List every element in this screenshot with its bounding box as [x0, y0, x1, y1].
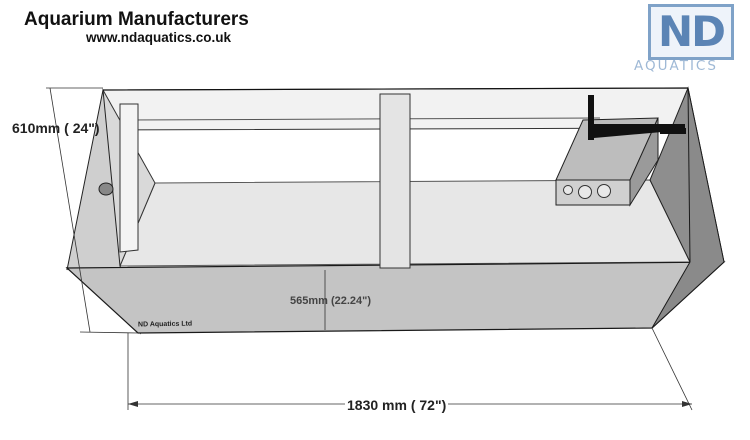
return-pipe [588, 95, 594, 140]
center-brace [379, 93, 411, 269]
height-dim-base [79, 331, 139, 334]
length-arrow-right [682, 401, 692, 407]
length-dimension-label: 1830 mm ( 72") [345, 397, 449, 413]
overflow-channel [594, 124, 685, 138]
rim-inner-line [119, 117, 601, 121]
header-url[interactable]: www.ndaquatics.co.uk [86, 30, 232, 45]
nd-aquatics-logo: ND AQUATICS [628, 2, 746, 74]
overflow-hole [578, 185, 592, 199]
logo-mark: ND [648, 4, 734, 60]
bulkhead-hole [98, 182, 114, 196]
length-arrow-left [128, 401, 138, 407]
height-dimension-label: 610mm ( 24") [12, 120, 100, 136]
return-pipe-right [660, 128, 686, 134]
height-dim-arrow [49, 87, 91, 333]
watermark-text: ND Aquatics Ltd [137, 320, 193, 329]
overflow-hole [597, 184, 611, 198]
overflow-hole [563, 185, 573, 195]
depth-dimension-label: 565mm (22.24") [290, 295, 372, 307]
length-dim-extension-right [651, 327, 693, 411]
overflow-box-right [629, 117, 659, 207]
header-title: Aquarium Manufacturers [24, 9, 249, 30]
front-glass-left [119, 103, 139, 253]
logo-subtitle: AQUATICS [634, 58, 718, 74]
rim-front-edge [102, 87, 689, 91]
